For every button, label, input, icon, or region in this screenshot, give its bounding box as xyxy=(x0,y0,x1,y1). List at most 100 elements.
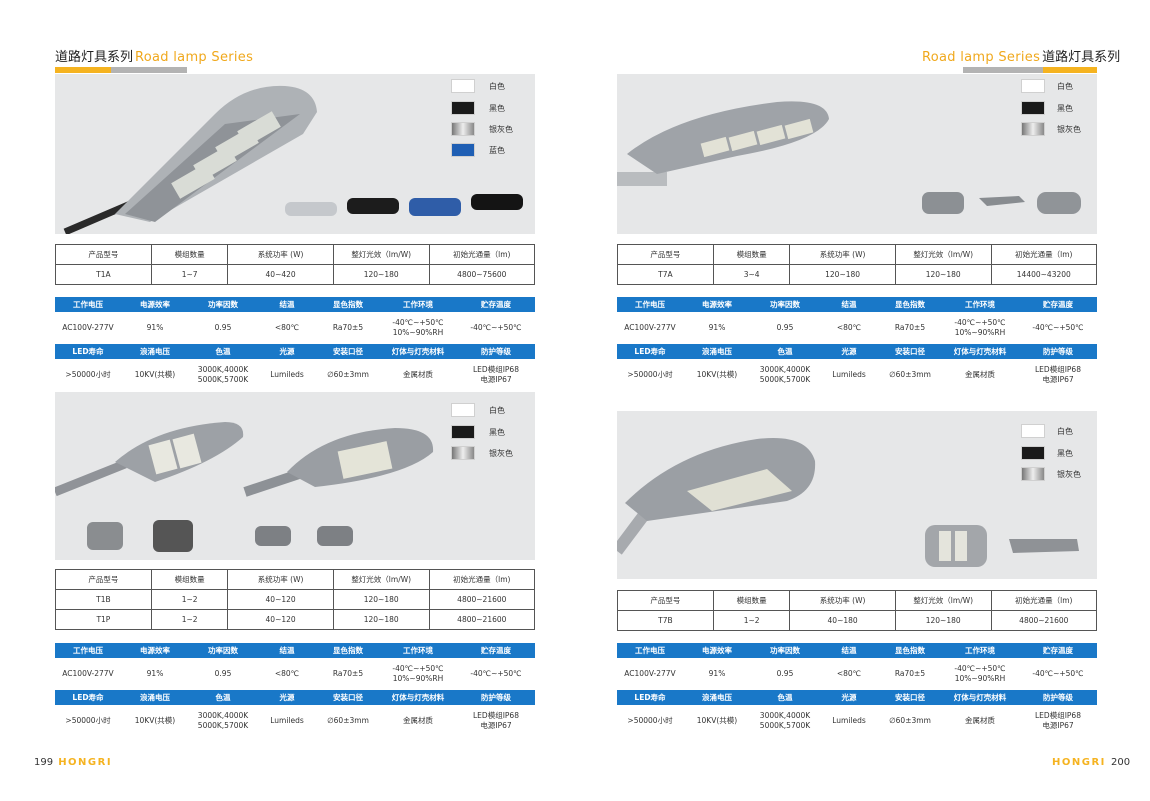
t1a-flux: 4800~75600 xyxy=(428,264,536,285)
swatch-label-silver: 银灰色 xyxy=(489,449,513,458)
t1b-t1p-lamp-illustration xyxy=(55,422,434,552)
led-ip-driver: 电源IP67 xyxy=(480,375,512,384)
led-header-material: 灯体与灯壳材料 xyxy=(391,693,445,702)
elec-junction: <80℃ xyxy=(836,323,862,332)
spec-header-flux: 初始光通量（lm) xyxy=(428,244,536,265)
elec-pf: 0.95 xyxy=(776,323,794,332)
led-header-surge: 浪涌电压 xyxy=(702,693,732,702)
t1a-efficacy: 120~180 xyxy=(332,264,430,285)
led-ip-driver: 电源IP67 xyxy=(1042,721,1074,730)
swatch-label-black: 黑色 xyxy=(489,104,505,113)
led-cct-2: 5000K,5700K xyxy=(759,375,811,384)
led-source: Lumileds xyxy=(270,370,304,379)
elec-storage: -40℃~+50℃ xyxy=(1032,323,1084,332)
spec-header-modules: 模组数量 xyxy=(150,569,229,590)
swatch-label-silver: 银灰色 xyxy=(489,125,513,134)
elec-header-voltage: 工作电压 xyxy=(73,300,103,309)
elec-env-temp: -40℃~+50℃ xyxy=(954,318,1006,327)
led-header-mount: 安装口径 xyxy=(333,347,363,356)
t1a-product-image: 白色 黑色 银灰色 蓝色 xyxy=(55,74,535,234)
t7b-elec-header-row: 工作电压 电源效率 功率因数 结温 显色指数 工作环境 贮存温度 xyxy=(617,643,1097,658)
led-header-ip: 防护等级 xyxy=(1043,693,1073,702)
led-header-surge: 浪涌电压 xyxy=(140,693,170,702)
elec-env-rh: 10%~90%RH xyxy=(954,328,1006,337)
led-header-life: LED寿命 xyxy=(634,693,666,702)
spec-header-power: 系统功率 (W) xyxy=(789,590,896,611)
elec-header-efficiency: 电源效率 xyxy=(702,300,732,309)
t1b-efficacy: 120~180 xyxy=(332,589,430,610)
led-ip-module: LED模组IP68 xyxy=(1035,711,1081,720)
led-life: >50000小时 xyxy=(65,370,111,379)
t7a-efficacy: 120~180 xyxy=(894,264,992,285)
led-header-life: LED寿命 xyxy=(72,347,104,356)
t1a-elec-header-row: 工作电压 电源效率 功率因数 结温 显色指数 工作环境 贮存温度 xyxy=(55,297,535,312)
elec-header-storage: 贮存温度 xyxy=(1043,300,1073,309)
swatch-black xyxy=(451,425,475,439)
led-life: >50000小时 xyxy=(627,370,673,379)
led-source: Lumileds xyxy=(832,370,866,379)
spec-header-model: 产品型号 xyxy=(55,569,152,590)
t1a-model: T1A xyxy=(55,264,152,285)
t1b-led-header-row: LED寿命 浪涌电压 色温 光源 安装口径 灯体与灯壳材料 防护等级 xyxy=(55,690,535,705)
led-ip-module: LED模组IP68 xyxy=(473,711,519,720)
led-cct-2: 5000K,5700K xyxy=(197,375,249,384)
elec-efficiency: 91% xyxy=(146,323,164,332)
swatch-label-blue: 蓝色 xyxy=(489,146,505,155)
left-footer-brand: HONGRI xyxy=(58,757,113,768)
t1a-spec-table: 产品型号 模组数量 系统功率 (W) 整灯光效（lm/W) 初始光通量（lm) … xyxy=(55,244,536,285)
swatch-silver xyxy=(1021,122,1045,136)
t7a-product-image: 白色 黑色 银灰色 xyxy=(617,74,1097,234)
led-header-life: LED寿命 xyxy=(634,347,666,356)
swatch-black xyxy=(1021,446,1045,460)
elec-header-junction: 结温 xyxy=(279,646,295,655)
left-header-bar-gray xyxy=(111,67,187,73)
elec-header-efficiency: 电源效率 xyxy=(140,646,170,655)
elec-junction: <80℃ xyxy=(274,323,300,332)
right-header-bar-yellow xyxy=(1043,67,1097,73)
swatch-label-white: 白色 xyxy=(1057,82,1073,91)
led-header-source: 光源 xyxy=(279,693,295,702)
t7a-spec-table: 产品型号 模组数量 系统功率 (W) 整灯光效（lm/W) 初始光通量（lm) … xyxy=(617,244,1098,285)
swatch-silver xyxy=(1021,467,1045,481)
elec-header-pf: 功率因数 xyxy=(770,300,800,309)
spec-header-model: 产品型号 xyxy=(617,244,714,265)
led-header-material: 灯体与灯壳材料 xyxy=(953,693,1007,702)
elec-header-efficiency: 电源效率 xyxy=(702,646,732,655)
led-header-material: 灯体与灯壳材料 xyxy=(953,347,1007,356)
left-header-bar-yellow xyxy=(55,67,111,73)
t1p-efficacy: 120~180 xyxy=(332,609,430,630)
led-source: Lumileds xyxy=(832,716,866,725)
right-footer-brand: HONGRI xyxy=(1052,757,1106,768)
led-surge: 10KV(共模) xyxy=(696,370,738,379)
led-header-surge: 浪涌电压 xyxy=(702,347,732,356)
led-header-cct: 色温 xyxy=(777,347,793,356)
led-header-source: 光源 xyxy=(841,347,857,356)
swatch-label-black: 黑色 xyxy=(1057,104,1073,113)
spec-header-efficacy: 整灯光效（lm/W) xyxy=(332,244,430,265)
spec-header-efficacy: 整灯光效（lm/W) xyxy=(894,244,992,265)
swatch-label-silver: 银灰色 xyxy=(1057,470,1081,479)
t1p-flux: 4800~21600 xyxy=(428,609,536,630)
elec-voltage: AC100V-277V xyxy=(624,323,676,332)
elec-header-junction: 结温 xyxy=(279,300,295,309)
led-ip-driver: 电源IP67 xyxy=(480,721,512,730)
elec-header-voltage: 工作电压 xyxy=(635,300,665,309)
elec-cri: Ra70±5 xyxy=(332,323,364,332)
elec-header-efficiency: 电源效率 xyxy=(140,300,170,309)
elec-junction: <80℃ xyxy=(836,669,862,678)
t7a-lamp-illustration xyxy=(617,101,1081,214)
led-ip-module: LED模组IP68 xyxy=(1035,365,1081,374)
t7a-model: T7A xyxy=(617,264,714,285)
led-material: 金属材质 xyxy=(403,370,433,379)
spec-header-efficacy: 整灯光效（lm/W) xyxy=(894,590,992,611)
elec-voltage: AC100V-277V xyxy=(62,669,114,678)
elec-pf: 0.95 xyxy=(776,669,794,678)
elec-header-pf: 功率因数 xyxy=(208,300,238,309)
swatch-label-white: 白色 xyxy=(489,406,505,415)
led-cct-1: 3000K,4000K xyxy=(197,711,249,720)
